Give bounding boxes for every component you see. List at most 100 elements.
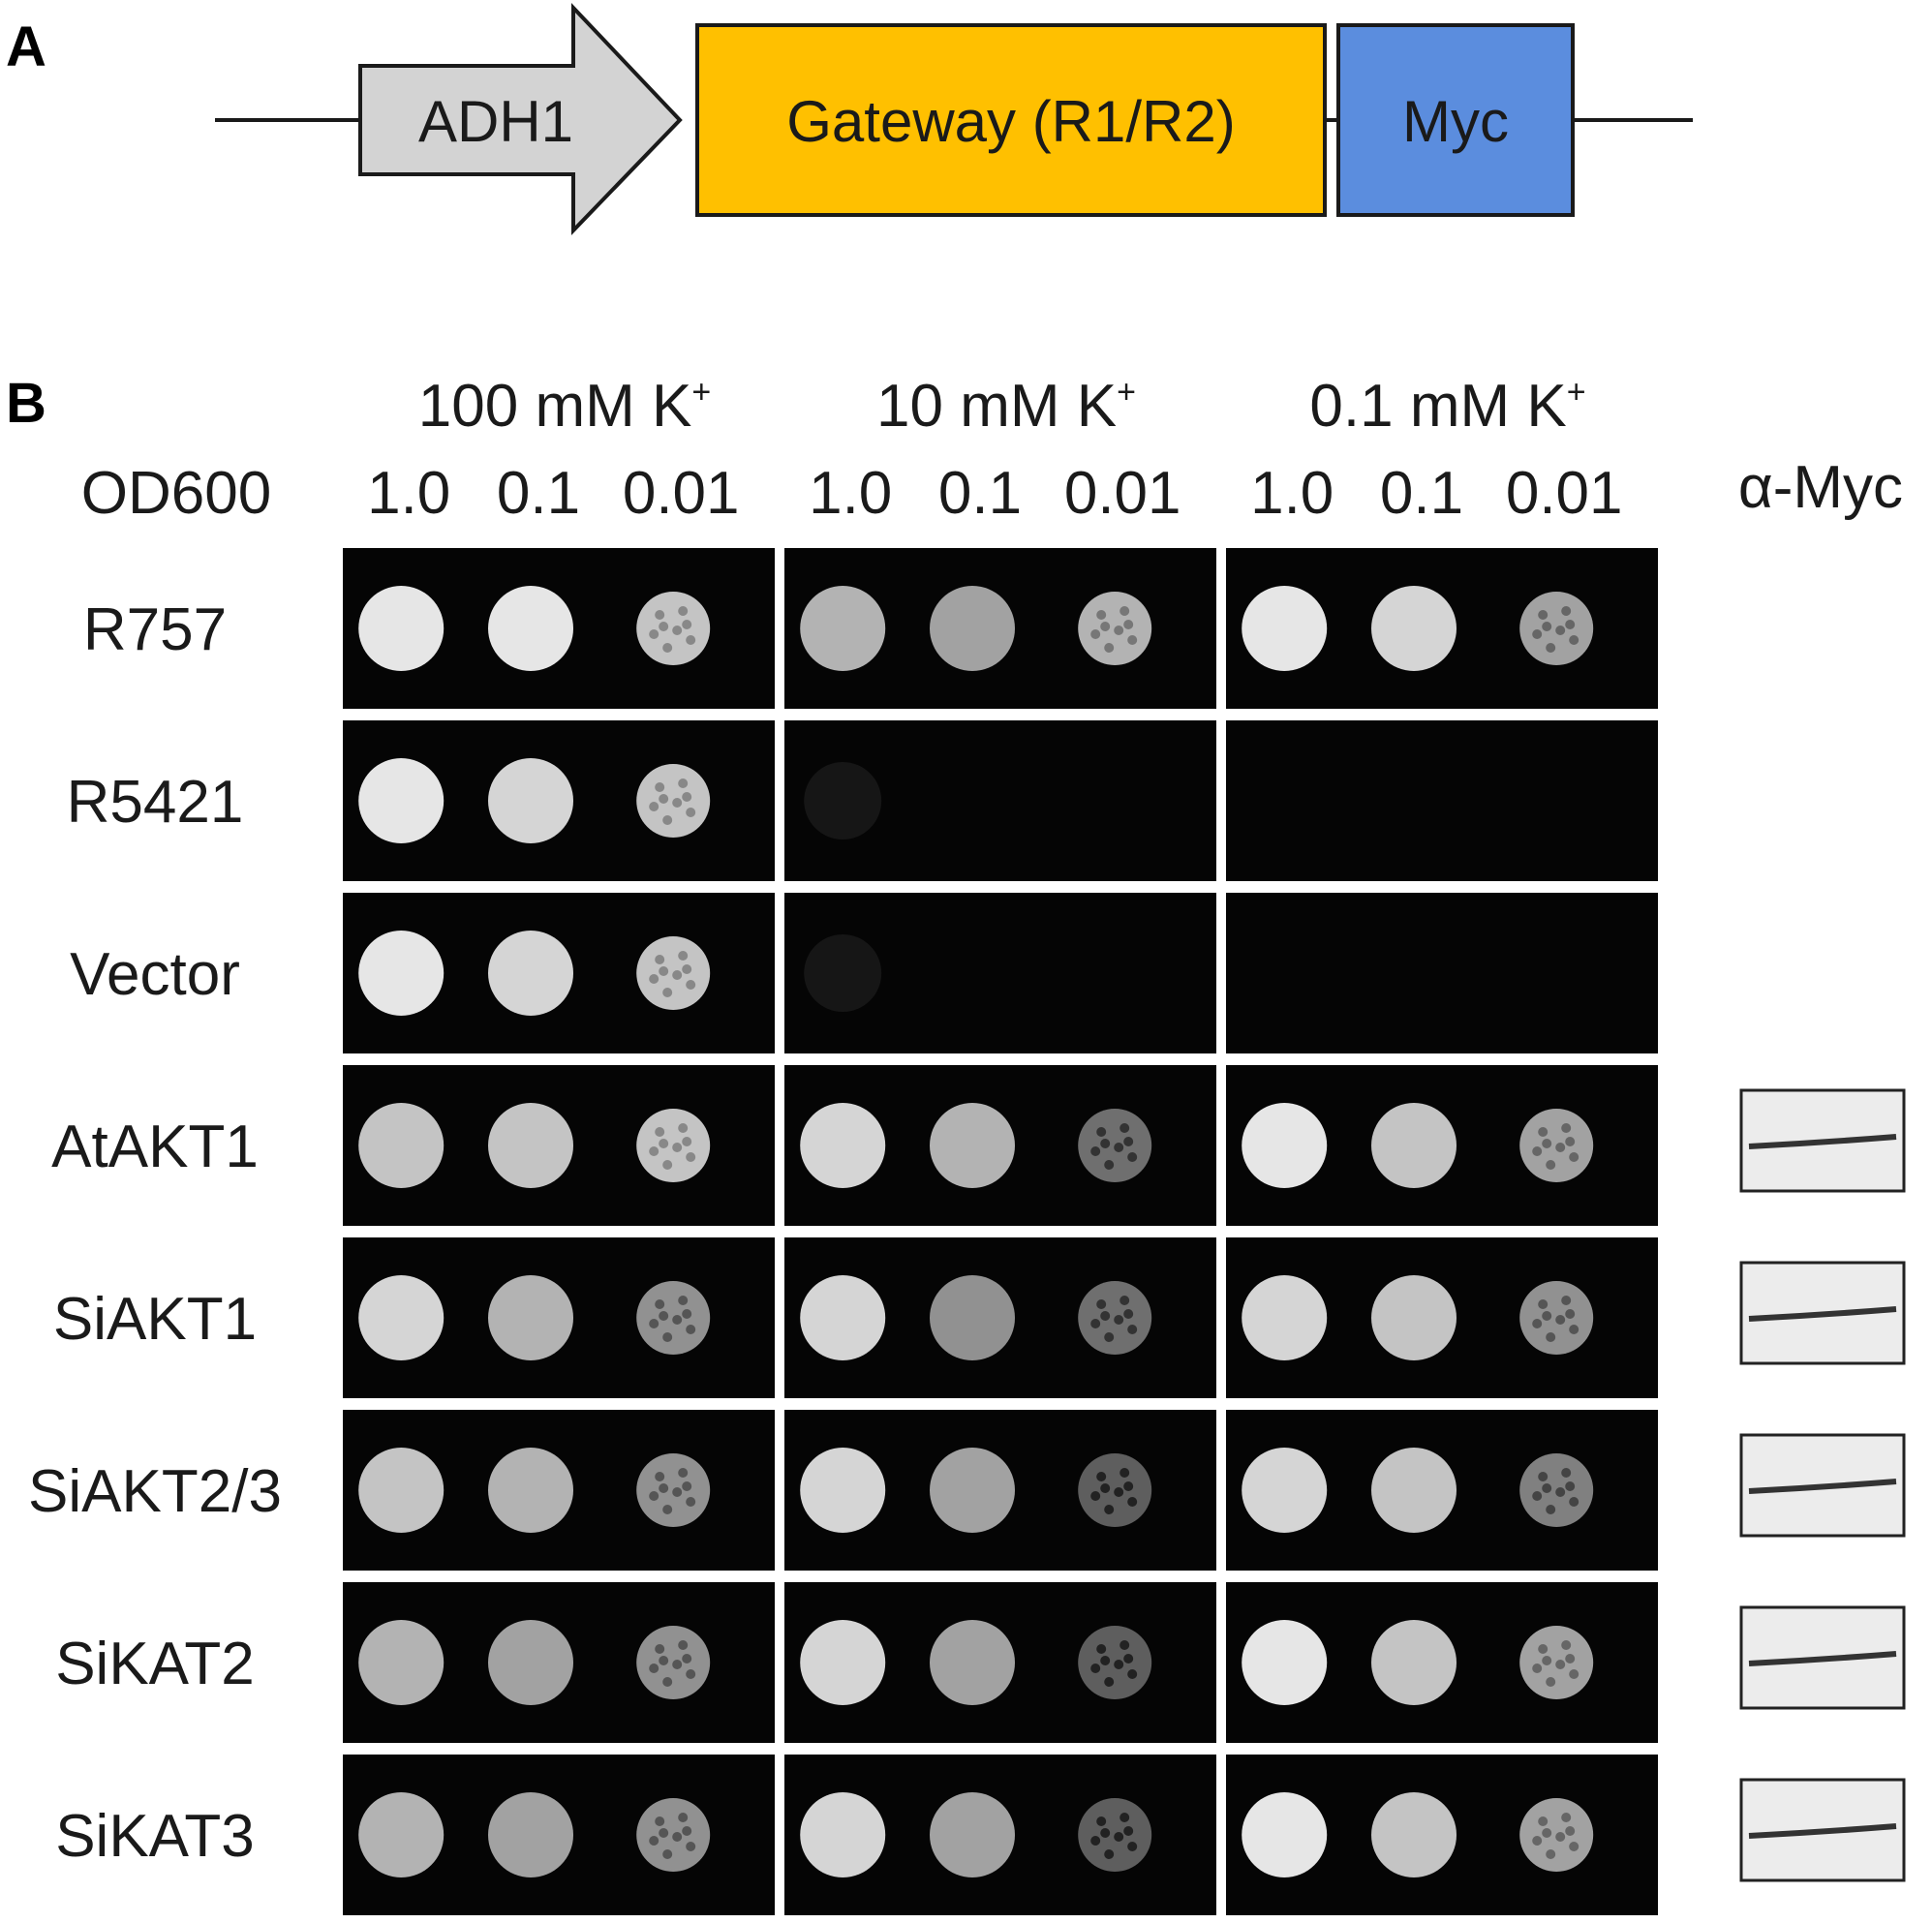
yeast-spot	[800, 1103, 886, 1188]
colony-texture	[655, 782, 665, 792]
colony-texture	[682, 1654, 692, 1664]
strain-row: SiKAT3	[55, 1755, 1906, 1915]
colony-texture	[678, 951, 689, 961]
colony-texture	[1119, 606, 1130, 616]
condition-superscript: +	[1117, 374, 1136, 411]
colony-texture	[1114, 1315, 1124, 1325]
colony-texture	[1123, 1654, 1134, 1664]
yeast-spot	[1371, 1103, 1457, 1188]
condition-header: 10 mM K+	[876, 373, 1136, 440]
colony-texture	[1127, 635, 1138, 645]
yeast-spot	[930, 1792, 1016, 1877]
yeast-spot	[358, 931, 445, 1016]
colony-texture	[678, 1296, 689, 1305]
gateway-label: Gateway (R1/R2)	[786, 89, 1235, 154]
colony-texture	[649, 1491, 659, 1501]
colony-texture	[1569, 1325, 1579, 1334]
yeast-spot	[1371, 1620, 1457, 1705]
colony-texture	[1114, 1487, 1124, 1497]
colony-texture	[1123, 1137, 1134, 1146]
colony-texture	[1127, 1497, 1138, 1507]
condition-superscript: +	[691, 374, 711, 411]
od600-label: OD600	[81, 460, 271, 527]
yeast-spot	[358, 758, 445, 843]
colony-texture	[1565, 1826, 1576, 1836]
colony-texture	[678, 606, 689, 616]
colony-texture	[1090, 1664, 1101, 1673]
yeast-spot	[1242, 1275, 1328, 1360]
yeast-spot	[488, 758, 574, 843]
colony-texture	[1096, 1299, 1107, 1309]
colony-texture	[1538, 1644, 1549, 1654]
colony-texture	[1532, 1146, 1543, 1156]
colony-texture	[1114, 1143, 1124, 1152]
colony-texture	[1096, 610, 1107, 620]
colony-texture	[662, 1505, 673, 1514]
colony-texture	[1561, 1640, 1572, 1650]
dilution-label: 1.0	[809, 460, 892, 527]
colony-texture	[672, 1487, 683, 1497]
yeast-spot	[358, 1620, 445, 1705]
colony-texture	[1546, 1677, 1556, 1687]
colony-texture	[682, 1137, 692, 1146]
strain-label: SiKAT2	[55, 1631, 255, 1697]
colony-texture	[1090, 629, 1101, 639]
colony-texture	[1127, 1842, 1138, 1851]
colony-texture	[659, 1828, 669, 1838]
colony-texture	[1123, 1309, 1134, 1319]
panel-a-label: A	[6, 15, 46, 78]
yeast-spot	[488, 931, 574, 1016]
yeast-spot	[800, 1792, 886, 1877]
colony-texture	[1532, 1836, 1543, 1846]
colony-texture	[678, 1640, 689, 1650]
colony-texture	[649, 802, 659, 811]
colony-texture	[659, 1139, 669, 1148]
colony-texture	[678, 778, 689, 788]
colony-texture	[649, 1836, 659, 1846]
yeast-spot	[1371, 1275, 1457, 1360]
yeast-spot	[488, 1792, 574, 1877]
dilution-label: 0.1	[497, 460, 580, 527]
strain-row: R757	[83, 548, 1658, 709]
colony-texture	[672, 970, 683, 980]
colony-texture	[1565, 620, 1576, 629]
myc-band	[1748, 1823, 1897, 1839]
colony-texture	[659, 794, 669, 804]
colony-texture	[1561, 1468, 1572, 1478]
colony-texture	[1104, 1160, 1115, 1170]
dilution-label: 1.0	[1250, 460, 1334, 527]
colony-texture	[1542, 1139, 1552, 1148]
colony-texture	[1123, 1826, 1134, 1836]
colony-texture	[1569, 1669, 1579, 1679]
colony-texture	[1090, 1491, 1101, 1501]
colony-texture	[686, 808, 696, 817]
colony-texture	[1114, 1660, 1124, 1669]
colony-texture	[1532, 1491, 1543, 1501]
colony-texture	[649, 1146, 659, 1156]
colony-texture	[1555, 1143, 1566, 1152]
colony-texture	[1090, 1836, 1101, 1846]
colony-texture	[1565, 1481, 1576, 1491]
colony-texture	[1104, 643, 1115, 653]
strain-row: AtAKT1	[51, 1065, 1906, 1226]
colony-texture	[1542, 1483, 1552, 1493]
colony-texture	[1100, 622, 1111, 631]
colony-texture	[1561, 606, 1572, 616]
colony-texture	[672, 1660, 683, 1669]
yeast-spot	[930, 586, 1016, 671]
yeast-spot	[1242, 1620, 1328, 1705]
colony-texture	[662, 1160, 673, 1170]
colony-texture	[1532, 629, 1543, 639]
yeast-spot	[358, 1792, 445, 1877]
colony-texture	[672, 1832, 683, 1842]
colony-texture	[1561, 1296, 1572, 1305]
colony-texture	[1090, 1319, 1101, 1328]
myc-label: Myc	[1402, 89, 1509, 154]
colony-texture	[1532, 1319, 1543, 1328]
colony-texture	[686, 1669, 696, 1679]
yeast-spot	[1242, 1448, 1328, 1533]
yeast-spot	[1371, 1792, 1457, 1877]
yeast-spot	[358, 1448, 445, 1533]
